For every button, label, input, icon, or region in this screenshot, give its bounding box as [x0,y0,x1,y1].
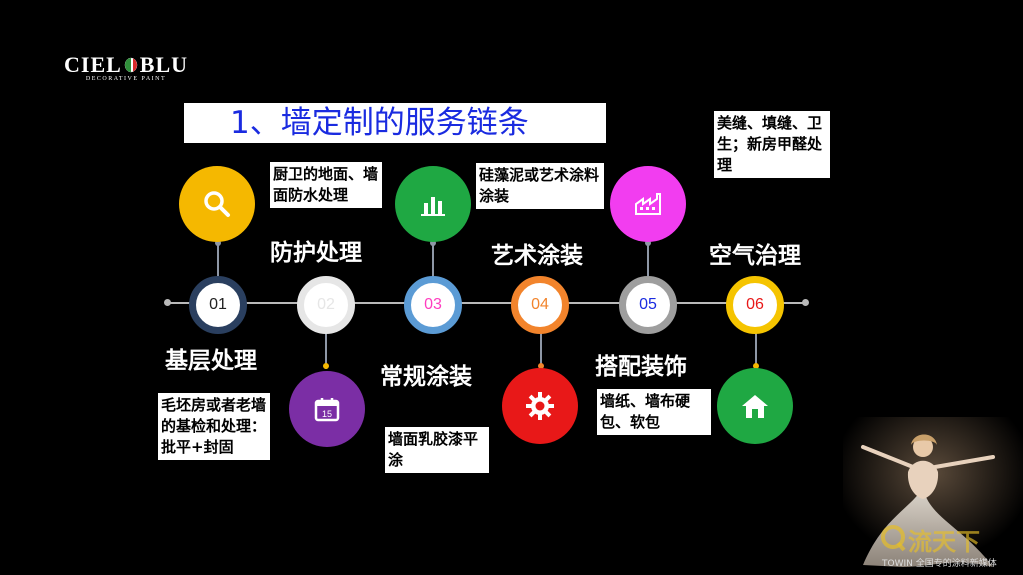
step-06-note: 美缝、填缝、卫生；新房甲醛处理 [714,111,830,178]
step-01-note: 毛坯房或者老墙的基检和处理：批平+封固 [158,393,270,460]
step-04-number: 04 [531,296,549,314]
stem-dot-02 [323,363,329,369]
step-04-note: 硅藻泥或艺术涂料涂装 [476,163,604,209]
step-02-icon-circle: 15 [289,371,365,447]
timeline-line [168,302,806,304]
step-06-label: 空气治理 [709,236,801,270]
bar-chart-icon [419,191,447,217]
watermark-subtitle: TOWIN 全国专的涂料新媒体 [882,556,997,569]
slide-title: 1、墙定制的服务链条 [230,103,529,143]
step-05-note: 墙纸、墙布硬包、软包 [597,389,711,435]
italian-flag-icon [123,56,139,73]
step-05-node: 05 [619,276,677,334]
step-04-node: 04 [511,276,569,334]
step-03-number: 03 [424,296,442,314]
timeline-start-dot [164,299,171,306]
step-05-number: 05 [639,296,657,314]
step-02-node: 02 [297,276,355,334]
factory-icon [634,192,662,216]
step-03-note: 墙面乳胶漆平涂 [385,427,489,473]
step-02-note: 厨卫的地面、墙面防水处理 [270,162,382,208]
logo-brand: CIEL BLU [64,52,188,78]
watermark-text: 流天下 [908,522,980,557]
step-01-number: 01 [209,296,227,314]
step-05-icon-circle [610,166,686,242]
step-06-node: 06 [726,276,784,334]
calendar-day: 15 [322,409,332,419]
step-01-node: 01 [189,276,247,334]
title-box: 1、墙定制的服务链条 [184,103,606,143]
home-icon [740,392,770,420]
step-01-icon-circle [179,166,255,242]
step-04-icon-circle [502,368,578,444]
step-02-label: 防护处理 [270,233,362,267]
step-01-label: 基层处理 [165,341,257,375]
watermark-logo-icon [880,524,906,552]
step-05-label: 搭配装饰 [595,347,687,381]
search-icon [202,189,232,219]
step-03-node: 03 [404,276,462,334]
gear-icon [524,390,556,422]
timeline-end-dot [802,299,809,306]
step-03-label: 常规涂装 [380,357,472,391]
watermark: 流天下 TOWIN 全国专的涂料新媒体 [880,522,1020,570]
step-02-number: 02 [317,296,335,314]
step-04-label: 艺术涂装 [491,236,583,270]
step-06-icon-circle [717,368,793,444]
calendar-icon: 15 [314,396,340,422]
logo-word-left: CIEL [64,52,122,77]
logo-word-right: BLU [140,52,188,77]
step-06-number: 06 [746,296,764,314]
step-03-icon-circle [395,166,471,242]
